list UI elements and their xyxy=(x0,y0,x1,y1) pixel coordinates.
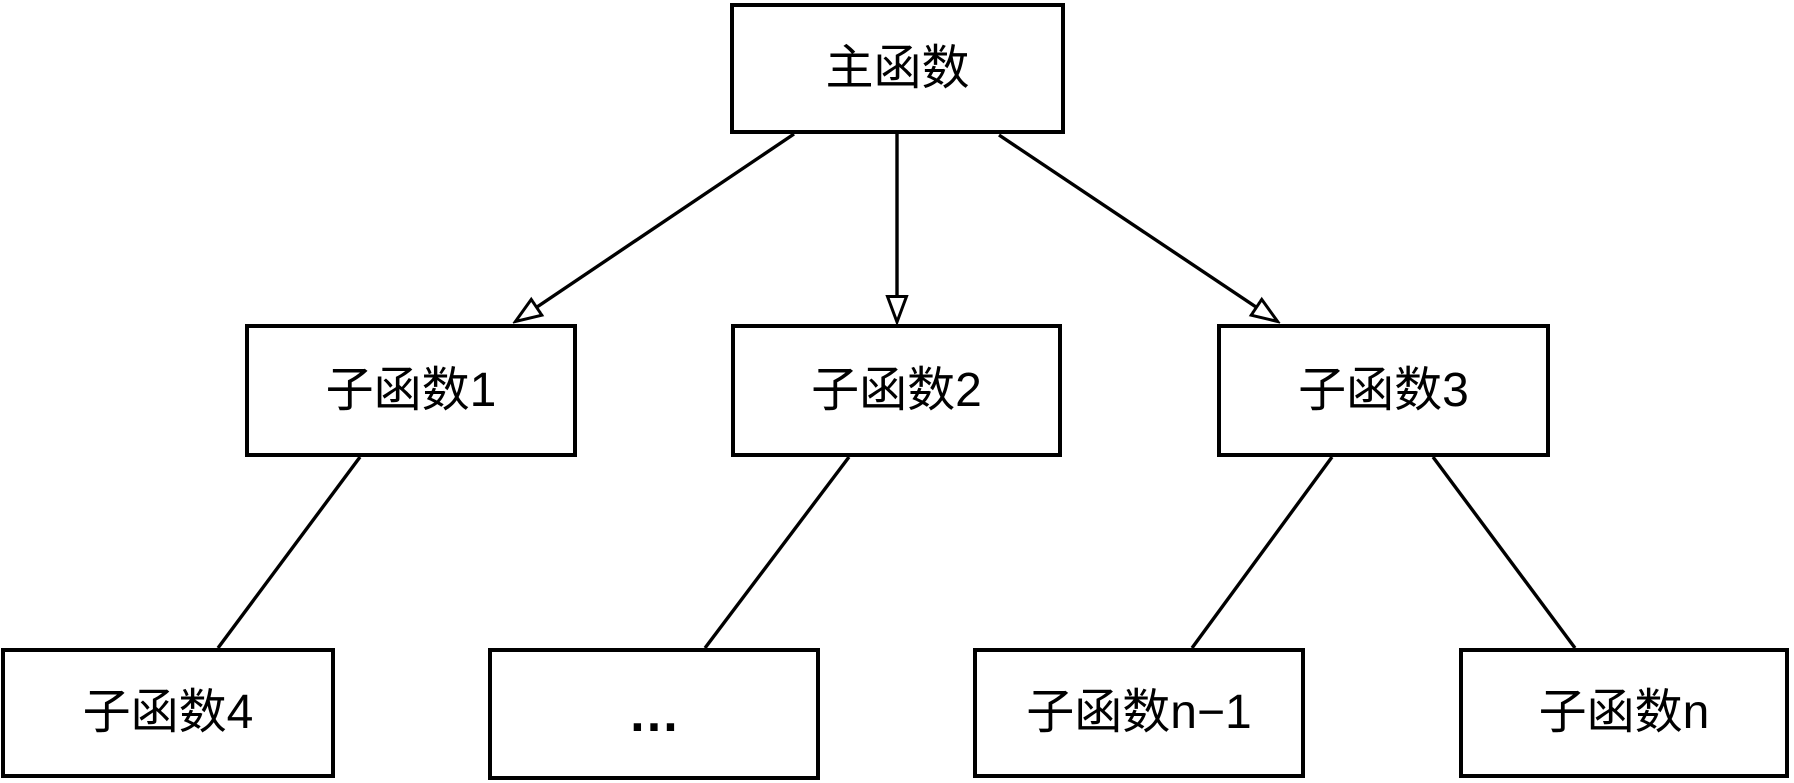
edge-sub3-to-sub-n-minus-1 xyxy=(1190,455,1334,650)
node-sub-function-3-label: 子函数3 xyxy=(1298,363,1469,417)
node-sub-function-4: 子函数4 xyxy=(1,648,335,778)
edge-main-to-sub1 xyxy=(537,132,795,307)
edge-sub3-to-sub-n xyxy=(1431,455,1577,650)
node-ellipsis: … xyxy=(488,648,820,780)
node-sub-function-4-label: 子函数4 xyxy=(82,686,254,739)
edge-sub2-to-ellipsis xyxy=(703,455,851,650)
node-ellipsis-label: … xyxy=(628,684,680,743)
node-main-function: 主函数 xyxy=(730,3,1065,134)
node-sub-function-1-label: 子函数1 xyxy=(325,363,497,417)
node-main-function-label: 主函数 xyxy=(825,41,970,95)
edge-sub1-to-sub4 xyxy=(216,455,362,650)
node-sub-function-n: 子函数n xyxy=(1459,648,1789,778)
edge-main-to-sub3 xyxy=(998,133,1256,307)
node-sub-function-n-minus-1: 子函数n−1 xyxy=(973,648,1305,778)
node-sub-function-n-minus-1-label: 子函数n−1 xyxy=(1026,686,1252,739)
node-sub-function-n-label: 子函数n xyxy=(1538,686,1710,739)
node-sub-function-2-label: 子函数2 xyxy=(811,363,982,417)
node-sub-function-2: 子函数2 xyxy=(731,324,1062,457)
node-sub-function-1: 子函数1 xyxy=(245,324,577,457)
node-sub-function-3: 子函数3 xyxy=(1217,324,1550,457)
